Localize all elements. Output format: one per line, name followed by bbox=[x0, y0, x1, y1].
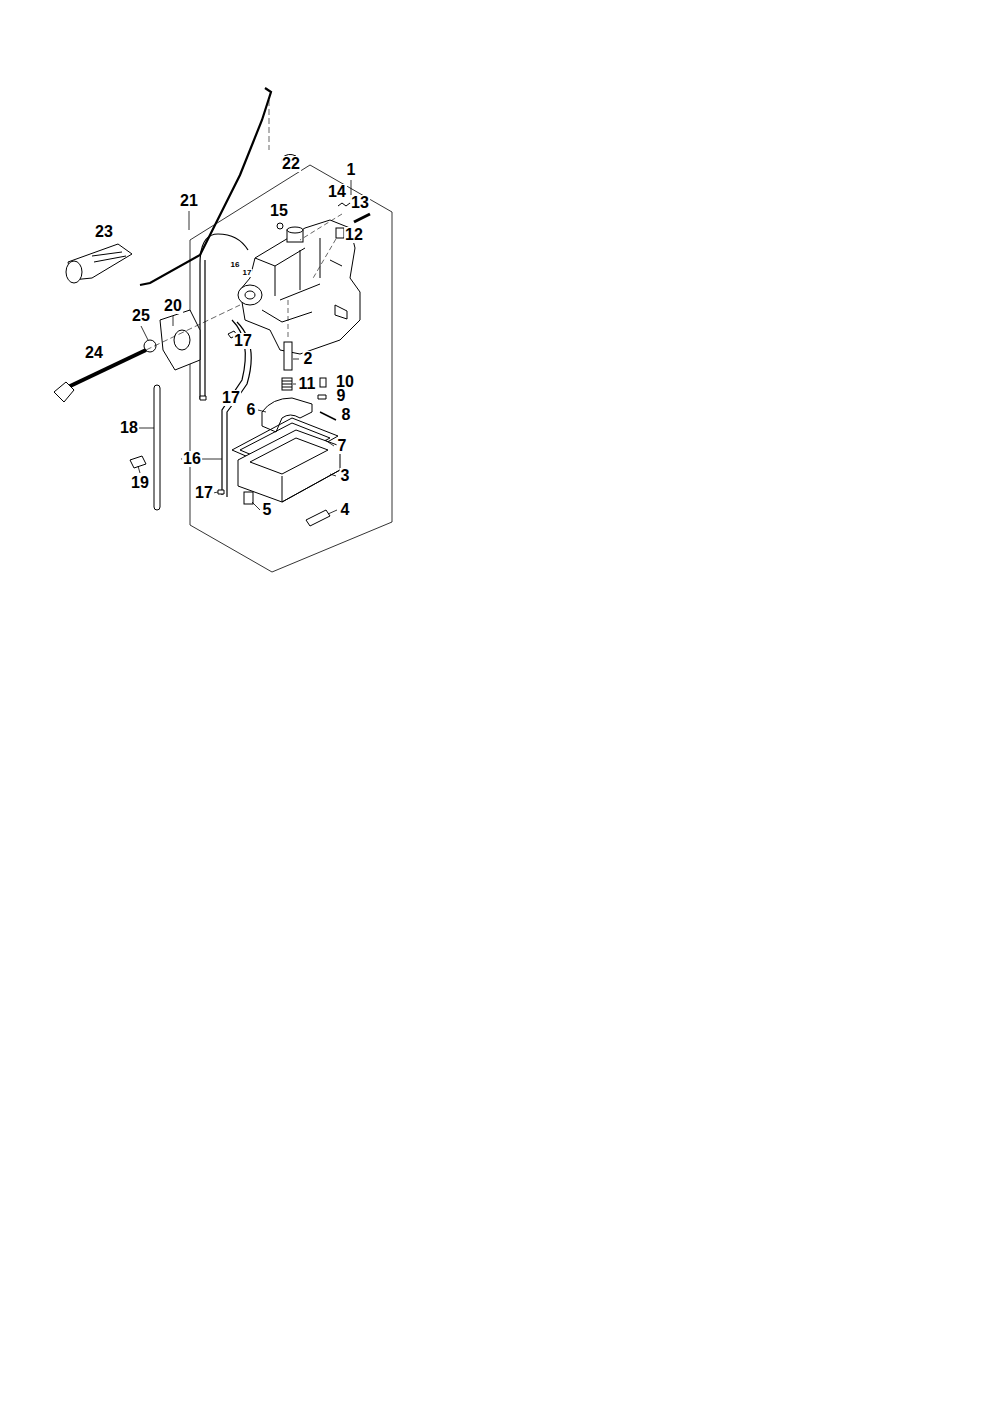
callout-number: 15 bbox=[269, 203, 289, 219]
callout-number: 17 bbox=[233, 333, 253, 349]
callout-number: 12 bbox=[344, 227, 364, 243]
callout-number: 5 bbox=[262, 502, 273, 518]
callout-number: 20 bbox=[163, 298, 183, 314]
callout-number: 3 bbox=[340, 468, 351, 484]
callout-number: 25 bbox=[131, 308, 151, 324]
callout-number: 1 bbox=[346, 162, 357, 178]
callout-number: 2 bbox=[303, 351, 314, 367]
callout-number: 17 bbox=[221, 390, 241, 406]
callout-number: 6 bbox=[246, 402, 257, 418]
callout-number: 8 bbox=[341, 407, 352, 423]
callout-number: 24 bbox=[84, 345, 104, 361]
callout-number: 23 bbox=[94, 224, 114, 240]
callout-number: 7 bbox=[337, 438, 348, 454]
callout-number: 21 bbox=[179, 193, 199, 209]
callout-number: 18 bbox=[119, 420, 139, 436]
callout-number: 16 bbox=[230, 261, 241, 269]
callout-number: 22 bbox=[281, 156, 301, 172]
callout-number: 14 bbox=[327, 184, 347, 200]
callout-number: 17 bbox=[194, 485, 214, 501]
callout-number: 17 bbox=[242, 269, 253, 277]
callout-number: 19 bbox=[130, 475, 150, 491]
callout-number: 11 bbox=[298, 376, 317, 392]
callout-number: 16 bbox=[182, 451, 202, 467]
callout-number: 4 bbox=[340, 502, 351, 518]
callout-number: 9 bbox=[336, 388, 347, 404]
callout-number: 13 bbox=[350, 195, 370, 211]
